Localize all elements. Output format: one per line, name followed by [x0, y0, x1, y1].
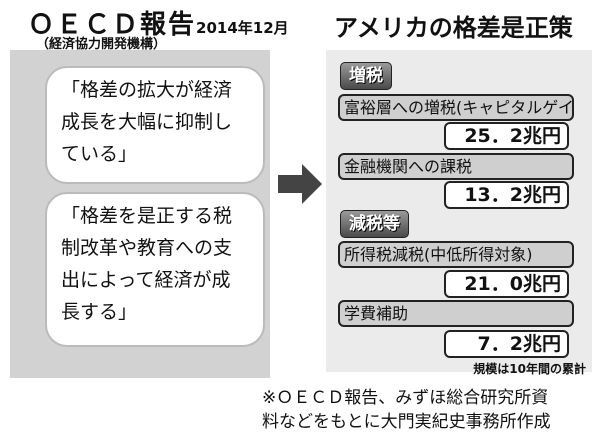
right-arrow-icon — [278, 164, 322, 204]
oecd-title: ＯＥＣＤ報告2014年12月 — [28, 4, 289, 41]
policy-value: 7．2兆円 — [444, 330, 569, 358]
policy-value: 25．2兆円 — [444, 122, 569, 150]
source-line-2: 料などをもとに大門実紀史事務所作成 — [262, 412, 551, 432]
source-note: ※ＯＥＣＤ報告、みずほ総合研究所資料などをもとに大門実紀史事務所作成 — [262, 386, 551, 434]
policy-label: 金融機関への課税 — [338, 153, 574, 180]
section-tag-tax-cut: 減税等 — [340, 210, 409, 238]
scale-note: 規模は10年間の累計 — [473, 362, 586, 376]
policy-value: 21．0兆円 — [444, 270, 569, 298]
policy-label: 所得税減税(中低所得対象) — [338, 241, 574, 268]
us-policy-title: アメリカの格差是正策 — [334, 14, 573, 42]
section-tag-tax-increase: 増税 — [340, 62, 392, 90]
policy-label: 富裕層への増税(キャピタルゲイン税) — [338, 94, 574, 121]
quote-bubble-1: 「格差の拡大が経済成長を大幅に抑制している」 — [45, 66, 265, 184]
policy-value: 13．2兆円 — [444, 181, 569, 209]
oecd-title-text: ＯＥＣＤ報告 — [28, 10, 197, 40]
report-date: 2014年12月 — [196, 19, 289, 37]
quote-bubble-2: 「格差を是正する税制改革や教育への支出によって経済が成長する」 — [45, 192, 265, 347]
policy-label: 学費補助 — [338, 300, 574, 327]
source-line-1: ※ＯＥＣＤ報告、みずほ総合研究所資 — [262, 388, 549, 408]
oecd-subtitle: （経済協力開発機構） — [36, 37, 167, 52]
